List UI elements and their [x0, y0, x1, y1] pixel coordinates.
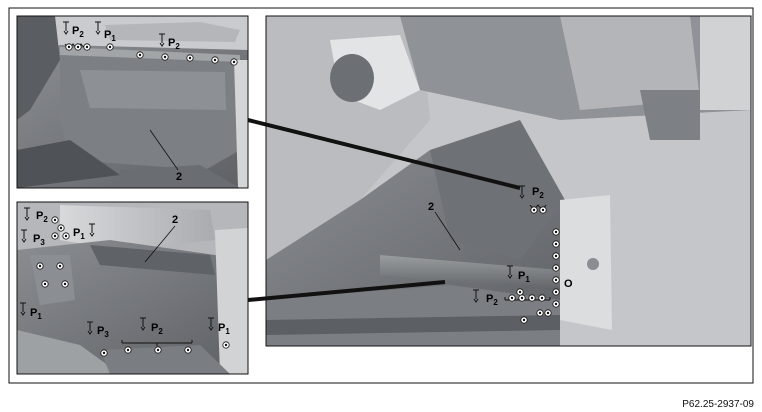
- leader-line-bottom: [247, 280, 446, 302]
- svg-text:P2: P2: [532, 186, 544, 200]
- figure-code: P62.25-2937-09: [682, 399, 754, 410]
- svg-text:P2: P2: [72, 25, 84, 39]
- svg-text:P1: P1: [218, 322, 230, 336]
- svg-text:P3: P3: [33, 233, 45, 247]
- callouts-main-view: P2 2 P1 P2 O: [428, 185, 573, 324]
- svg-text:P3: P3: [97, 325, 109, 339]
- svg-text:P2: P2: [168, 37, 180, 51]
- svg-text:P1: P1: [518, 270, 530, 284]
- detail-view-top: [16, 15, 249, 189]
- svg-text:P2: P2: [486, 293, 498, 307]
- callouts-bottom-detail: P2 P3 P1 2 P1 P3 P2 P1: [19, 207, 230, 357]
- svg-text:2: 2: [428, 201, 434, 213]
- detail-view-bottom: [16, 201, 249, 375]
- svg-text:2: 2: [172, 214, 178, 226]
- main-view: [265, 15, 752, 347]
- svg-text:P1: P1: [30, 307, 42, 321]
- svg-text:P1: P1: [104, 29, 116, 43]
- svg-text:2: 2: [176, 171, 182, 183]
- svg-text:P2: P2: [151, 322, 163, 336]
- svg-text:O: O: [564, 278, 573, 290]
- svg-text:P2: P2: [36, 210, 48, 224]
- outer-frame: [8, 7, 754, 384]
- svg-text:P1: P1: [73, 227, 85, 241]
- callouts-top-detail: P2 P1 P2 2: [62, 21, 238, 183]
- leader-line-top: [247, 118, 521, 190]
